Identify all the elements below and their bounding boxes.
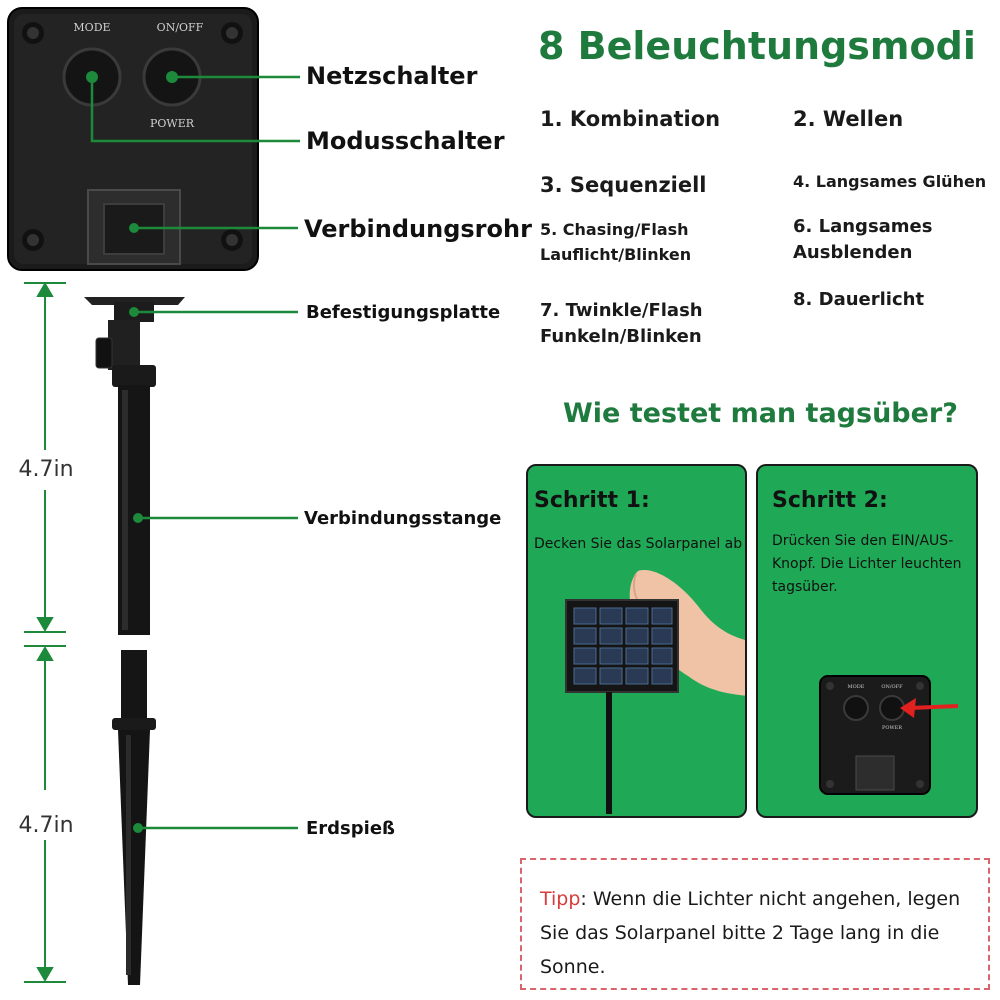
step2-title: Schritt 2:: [772, 488, 888, 513]
mode-item: 8. Dauerlicht: [793, 289, 925, 310]
controller-onoff-label: ON/OFF: [157, 21, 204, 34]
mode-item: 3. Sequenziell: [540, 173, 707, 197]
tip-text: : Wenn die Lichter nicht angehen, legen …: [540, 888, 961, 978]
product-diagram: MODE ON/OFF POWER: [7, 7, 300, 985]
step1-title: Schritt 1:: [534, 488, 650, 513]
callout-mode-switch: Modusschalter: [306, 127, 505, 155]
screw-icon: [221, 22, 243, 44]
dimension-lower-label: 4.7in: [18, 813, 73, 838]
screw-icon: [22, 229, 44, 251]
mode-item: 6. Langsames Ausblenden: [793, 216, 933, 263]
solar-panel-hand-illustration: [565, 570, 745, 814]
mode-item: 5. Chasing/Flash Lauflicht/Blinken: [540, 220, 692, 264]
step2-text: Drücken Sie den EIN/AUS-Knopf. Die Licht…: [772, 533, 962, 595]
controller-mode-label: MODE: [73, 21, 110, 34]
test-title: Wie testet man tagsüber?: [563, 398, 958, 429]
dimension-arrows: [24, 282, 66, 983]
mode-item: 4. Langsames Glühen: [793, 172, 987, 191]
step1-panel: Schritt 1: Decken Sie das Solarpanel ab: [526, 464, 747, 818]
tip-label: Tipp: [540, 888, 581, 910]
callout-ground-spike: Erdspieß: [306, 818, 395, 839]
tip-text-block: Tipp: Wenn die Lichter nicht angehen, le…: [540, 882, 980, 984]
callout-power-switch: Netzschalter: [306, 62, 478, 90]
mode-item: 1. Kombination: [540, 107, 721, 131]
screw-icon: [221, 229, 243, 251]
controller-press-illustration: MODE ON/OFF POWER: [819, 675, 959, 795]
step2-panel: Schritt 2: Drücken Sie den EIN/AUS-Knopf…: [756, 464, 978, 818]
controller-power-label: POWER: [150, 117, 195, 130]
step1-text: Decken Sie das Solarpanel ab: [534, 536, 743, 552]
callout-connecting-rod: Verbindungsstange: [304, 508, 502, 529]
mini-power-label: POWER: [882, 725, 902, 731]
mode-item: 2. Wellen: [793, 107, 904, 131]
modes-title: 8 Beleuchtungsmodi: [538, 24, 976, 68]
ground-spike: [112, 650, 156, 985]
callout-mounting-plate: Befestigungsplatte: [306, 302, 501, 323]
mode-item: 7. Twinkle/Flash Funkeln/Blinken: [540, 300, 703, 347]
mini-onoff-label: ON/OFF: [881, 684, 903, 690]
screw-icon: [22, 22, 44, 44]
callout-line-mode: [90, 77, 300, 143]
mini-mode-label: MODE: [848, 684, 865, 690]
red-arrow-icon: [900, 698, 916, 718]
mounting-assembly: [84, 297, 185, 635]
tip-box: Tipp: Wenn die Lichter nicht angehen, le…: [520, 858, 990, 990]
dimension-upper-label: 4.7in: [18, 457, 73, 482]
callout-connection-tube: Verbindungsrohr: [304, 215, 532, 243]
